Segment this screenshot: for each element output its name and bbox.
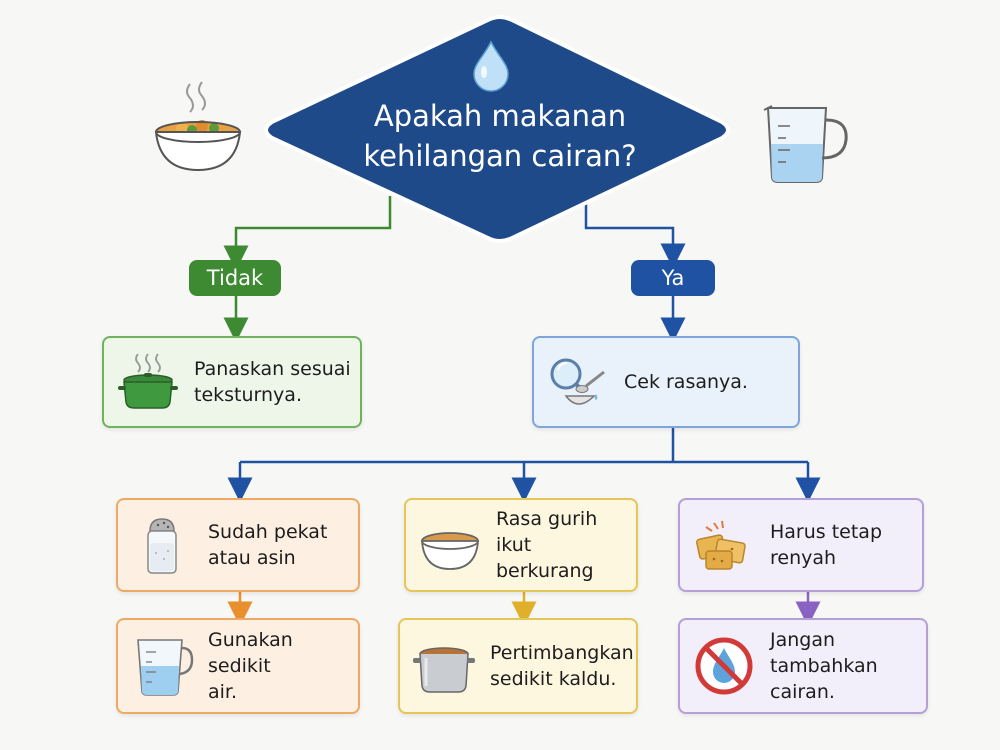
tasting-spoon-icon: [546, 350, 610, 414]
no-water-icon: [692, 634, 756, 698]
action-box-no-liquid: Jangan tambahkan cairan.: [678, 618, 928, 714]
action-no-liquid-line-1: Jangan tambahkan: [770, 629, 878, 677]
case-salty-line-2: atau asin: [208, 547, 296, 569]
no-step-line-2: teksturnya.: [194, 384, 302, 406]
salt-shaker-icon: [130, 513, 194, 577]
yes-connector: [584, 196, 686, 269]
water-cup-icon: [130, 634, 194, 698]
action-broth-line-2: sedikit kaldu.: [490, 668, 617, 690]
branch-no-label: Tidak: [189, 260, 281, 296]
question-line-1: Apakah makanan: [373, 99, 627, 133]
pot-icon: [116, 350, 180, 414]
stock-pot-icon: [412, 634, 476, 698]
question-line-2: kehilangan cairan?: [363, 139, 637, 173]
case-savory-line-2: berkurang: [496, 560, 594, 582]
case-box-salty: Sudah pekat atau asin: [116, 498, 360, 592]
case-savory-line-1: Rasa gurih ikut: [496, 508, 598, 556]
yes-step-box: Cek rasanya.: [532, 336, 800, 428]
soup-bowl-icon: [418, 513, 482, 577]
case-crispy-line-2: renyah: [770, 547, 837, 569]
no-step-box: Panaskan sesuai teksturnya.: [102, 336, 362, 428]
branch-yes-label: Ya: [631, 260, 715, 296]
no-connector: [223, 196, 392, 271]
case-box-crispy: Harus tetap renyah: [678, 498, 924, 592]
action-box-broth: Pertimbangkan sedikit kaldu.: [398, 618, 638, 714]
action-broth-line-1: Pertimbangkan: [490, 642, 634, 664]
question-text: Apakah makanan kehilangan cairan?: [330, 96, 670, 176]
case-box-savory: Rasa gurih ikut berkurang: [404, 498, 638, 592]
food-bowl-icon: [154, 81, 242, 172]
crackers-icon: [692, 513, 756, 577]
measuring-cup-icon: [763, 105, 848, 183]
action-no-liquid-line-2: cairan.: [770, 681, 835, 703]
action-water-line-1: Gunakan sedikit: [208, 629, 293, 677]
water-drop-icon: [473, 40, 509, 92]
case-crispy-line-1: Harus tetap: [770, 521, 883, 543]
case-salty-line-1: Sudah pekat: [208, 521, 328, 543]
action-water-line-2: air.: [208, 681, 238, 703]
yes-step-text: Cek rasanya.: [624, 371, 748, 393]
no-step-line-1: Panaskan sesuai: [194, 358, 351, 380]
action-box-water: Gunakan sedikit air.: [116, 618, 360, 714]
